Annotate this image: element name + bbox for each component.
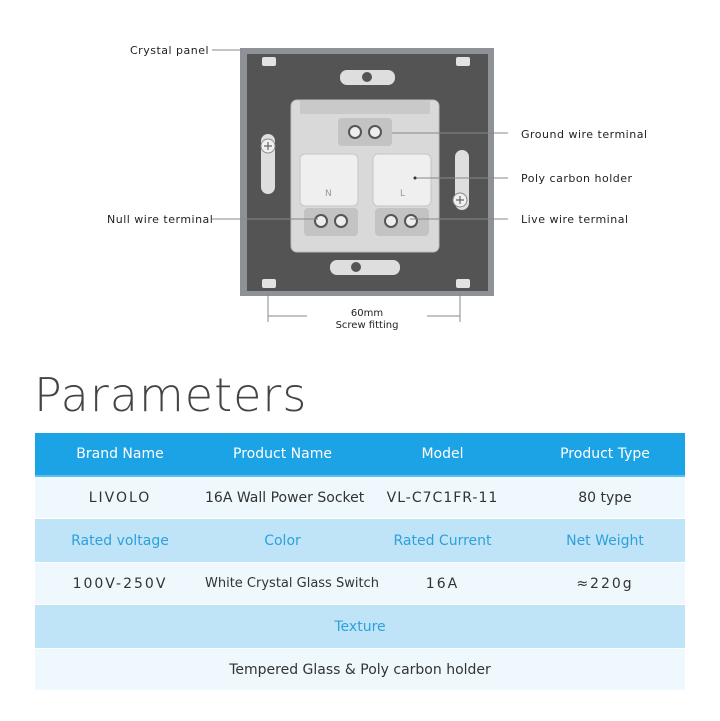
table-cell: VL-C7C1FR-11 (386, 489, 499, 506)
table-header-row: Brand Name Product Name Model Product Ty… (35, 433, 685, 477)
label-crystal-panel: Crystal panel (130, 44, 210, 57)
table-row: Tempered Glass & Poly carbon holder (35, 649, 685, 691)
table-cell: Tempered Glass & Poly carbon holder (229, 661, 491, 678)
label-live-terminal: Live wire terminal (521, 213, 629, 226)
table-cell: 16A Wall Power Socket (205, 489, 365, 506)
holder-left (299, 153, 359, 207)
page-title: Parameters (34, 368, 308, 422)
live-terminal (375, 208, 429, 236)
holder-right (372, 153, 432, 207)
label-ground-terminal: Ground wire terminal (521, 128, 648, 141)
label-null-terminal: Null wire terminal (107, 213, 214, 226)
subheader-cell: Color (264, 532, 301, 549)
table-cell: 100V-250V (72, 575, 168, 592)
mark-n: N (325, 189, 333, 199)
table-subheader-row: Texture (35, 605, 685, 649)
table-cell: 16A (425, 575, 460, 592)
socket-diagram: Crystal panel Ground wire terminal Poly … (0, 0, 720, 345)
header-cell: Product Name (233, 446, 332, 462)
table-cell: White Crystal Glass Switch (205, 576, 379, 591)
subheader-cell: Rated voltage (71, 532, 169, 549)
mark-l: L (400, 189, 406, 199)
dimension-caption: Screw fitting (335, 320, 399, 331)
clip-tr (456, 57, 470, 66)
header-cell: Model (421, 446, 464, 462)
table-cell: ≈220g (576, 575, 634, 592)
socket-illustration (212, 48, 508, 322)
clip-bl (262, 279, 276, 288)
ground-terminal (338, 118, 392, 146)
table-cell: LIVOLO (88, 489, 152, 506)
subheader-cell: Rated Current (393, 532, 492, 549)
dimension-value: 60mm (307, 308, 427, 319)
subheader-cell: Net Weight (566, 532, 644, 549)
clip-br (456, 279, 470, 288)
clip-tl (262, 57, 276, 66)
table-row: 100V-250V White Crystal Glass Switch 16A… (35, 563, 685, 605)
table-row: LIVOLO 16A Wall Power Socket VL-C7C1FR-1… (35, 477, 685, 519)
table-subheader-row: Rated voltage Color Rated Current Net We… (35, 519, 685, 563)
header-cell: Brand Name (76, 446, 164, 462)
null-terminal (304, 208, 358, 236)
header-cell: Product Type (560, 446, 650, 462)
table-cell: 80 type (578, 489, 632, 506)
parameters-table: Brand Name Product Name Model Product Ty… (35, 433, 685, 691)
label-poly-holder: Poly carbon holder (521, 172, 633, 185)
subheader-cell: Texture (334, 618, 386, 635)
slot-bottom (330, 260, 400, 275)
